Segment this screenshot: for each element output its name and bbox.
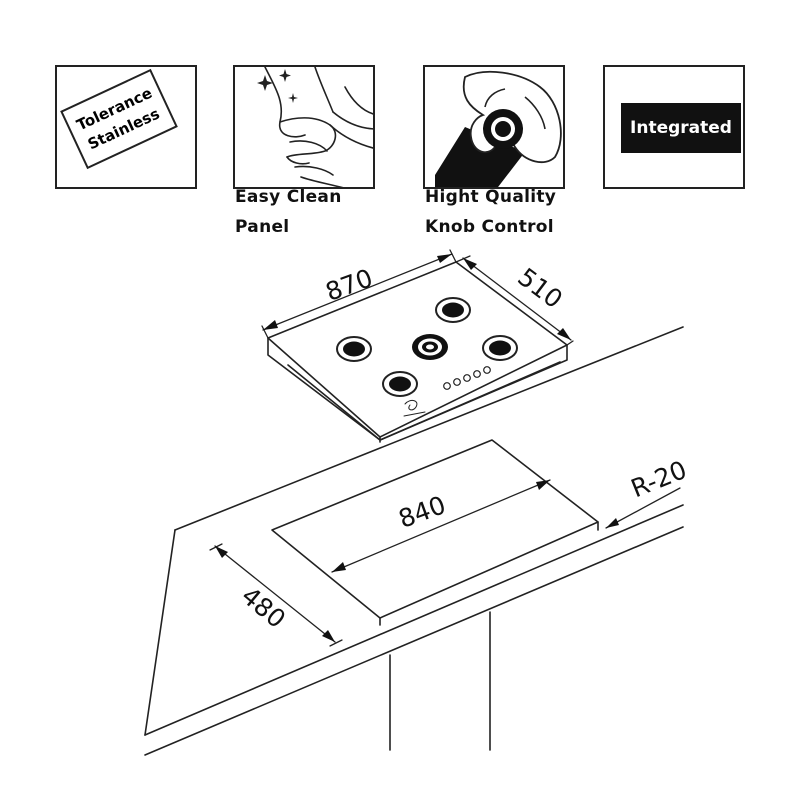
wok-burner-icon [412,334,448,360]
countertop [144,326,684,756]
feature-row: Tolerance Stainless [0,0,800,250]
knob-control-caption: Hight Quality Knob Control [425,187,557,237]
knob-control-box [423,65,565,189]
cutout-depth-label: 480 [236,581,291,634]
easy-clean-box [233,65,375,189]
cutout-width-label: 840 [395,490,450,534]
burner-icon [382,371,418,397]
burner-icon [435,297,471,323]
corner-radius-label: R-20 [627,455,691,503]
burner-icon [336,336,372,362]
integrated-badge: Integrated [621,103,741,153]
hob-depth-label: 510 [512,262,568,314]
dimension-lines [209,249,681,647]
burner-icon [482,335,518,361]
easy-clean-caption: Easy Clean Panel [235,187,342,237]
hand-knob-icon [435,70,562,187]
integrated-box: Integrated [603,65,745,189]
dimension-arrows [215,254,619,642]
tolerance-stainless-box: Tolerance Stainless [55,65,197,189]
control-knobs [443,366,491,390]
brand-logo-icon [403,399,426,417]
cutout-opening [271,439,599,626]
sparkle-icon [257,69,298,103]
hands-washing-icon [257,67,373,187]
